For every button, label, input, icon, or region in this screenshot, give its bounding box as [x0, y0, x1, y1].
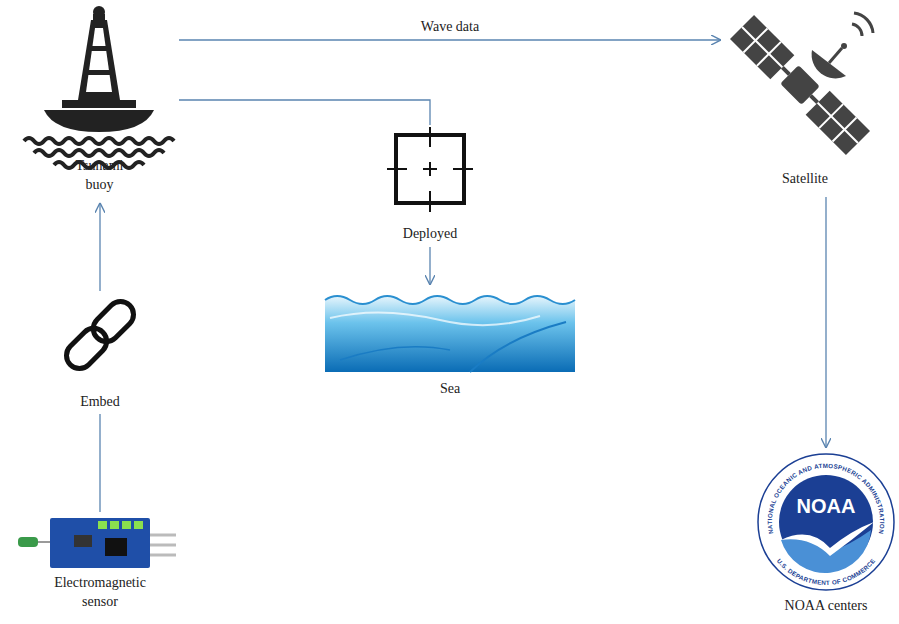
node-label: NOAA centers	[785, 597, 868, 616]
chip	[105, 538, 127, 556]
embed-node: Embed	[55, 293, 145, 412]
sea-crest	[325, 296, 575, 304]
satellite-body	[780, 65, 820, 105]
logo-ring-text: NATIONAL OCEANIC AND ATMOSPHERIC ADMINIS…	[766, 462, 886, 535]
connector-line	[99, 414, 100, 512]
deployed-icon	[387, 127, 473, 212]
logo-text: NOAA	[797, 495, 856, 517]
node-label: Satellite	[782, 170, 828, 189]
pin	[150, 534, 176, 537]
node-label: Electromagnetic sensor	[40, 574, 160, 612]
target-tick	[453, 168, 473, 170]
chain-link	[61, 323, 112, 374]
sea-swell	[470, 322, 566, 372]
target-tick	[429, 127, 431, 147]
sensor-board	[18, 518, 176, 568]
logo-ring	[758, 454, 894, 590]
buoy-hull	[44, 110, 154, 132]
noaa-logo: NOAA NATIONAL OCEANIC AND ATMOSPHERIC AD…	[758, 454, 894, 590]
node-label: Sea	[440, 380, 460, 399]
edge-label: Wave data	[418, 18, 482, 36]
chain-link	[88, 296, 139, 347]
target-tick	[387, 168, 407, 170]
component	[74, 535, 92, 547]
satellite-dish	[812, 50, 846, 78]
signal-arc	[854, 13, 873, 33]
logo-gull	[781, 522, 874, 556]
buoy-icon	[24, 6, 174, 168]
resistor-symbol	[18, 537, 38, 547]
buoy-node: Tsunami buoy	[22, 5, 177, 195]
led	[134, 521, 143, 529]
logo-ring-text: U.S. DEPARTMENT OF COMMERCE	[776, 557, 877, 586]
connector-arrow	[825, 197, 826, 448]
target-tick	[429, 191, 431, 212]
wave-line	[24, 138, 174, 144]
connector-line	[179, 100, 430, 125]
node-label: Deployed	[403, 225, 457, 244]
node-label: Embed	[80, 393, 120, 412]
dish-feed-tip	[841, 43, 847, 49]
dish-feed	[829, 48, 842, 63]
pin	[150, 554, 176, 557]
led	[110, 521, 119, 529]
node-label: Tsunami buoy	[65, 157, 135, 195]
signal-arc	[852, 24, 862, 36]
chain-icon	[61, 296, 139, 374]
buoy-tower	[78, 20, 120, 100]
target-cross	[429, 162, 431, 176]
buoy-tower-window	[86, 28, 112, 92]
solar-panel	[806, 91, 870, 155]
sea-picture	[325, 296, 575, 372]
satellite-arm	[809, 94, 819, 104]
panel-grid	[730, 15, 870, 155]
sea-water	[325, 296, 575, 372]
logo-ring-text: U.S. DEPARTMENT OF COMMERCE	[776, 557, 877, 586]
connector-arrow	[179, 39, 721, 40]
sea-swell	[340, 347, 450, 360]
led	[122, 521, 131, 529]
buoy-tower-bar	[88, 46, 110, 51]
sea-node: Sea	[325, 288, 575, 399]
deployed-node: Deployed	[380, 125, 480, 244]
wave-line	[34, 150, 164, 156]
solar-panel	[730, 15, 794, 79]
satellite-icon	[730, 13, 873, 155]
pin	[150, 544, 176, 547]
buoy-beacon-base	[93, 14, 105, 20]
buoy-tower-bar	[85, 70, 113, 75]
logo-ring-text: NATIONAL OCEANIC AND ATMOSPHERIC ADMINIS…	[766, 462, 886, 535]
pcb	[50, 518, 150, 568]
sea-foam	[330, 312, 540, 325]
led	[98, 521, 107, 529]
satellite-arm	[781, 66, 791, 76]
satellite-node: Satellite	[725, 5, 885, 189]
noaa-node: NOAA centers	[756, 452, 896, 616]
sensor-node: Electromagnetic sensor	[15, 512, 185, 612]
connector-arrow	[429, 247, 430, 285]
connector-arrow	[99, 203, 100, 291]
buoy-deck	[62, 100, 136, 108]
